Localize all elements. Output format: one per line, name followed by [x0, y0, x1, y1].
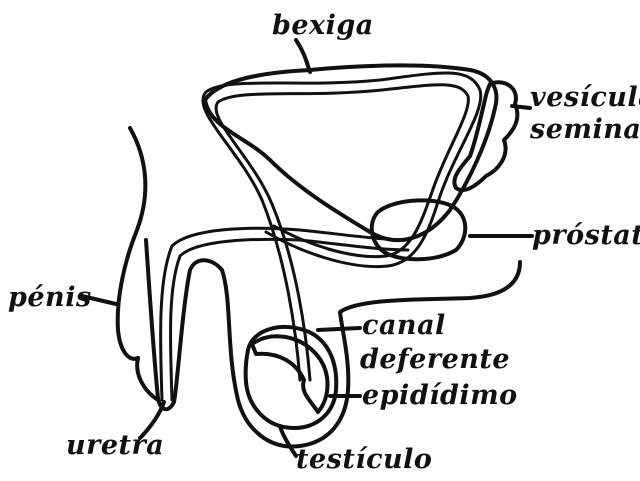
pointer-bexiga — [296, 40, 310, 72]
pointer-canal — [318, 328, 360, 330]
label-epididimo: epidídimo — [362, 382, 518, 409]
label-vesicula: vesícula — [530, 84, 640, 111]
epididymis-shape — [252, 336, 328, 412]
penis-outline — [137, 240, 222, 409]
label-bexiga: bexiga — [272, 12, 374, 39]
label-uretra: uretra — [66, 432, 164, 459]
label-canal: canal — [362, 312, 446, 339]
label-seminal: seminal — [530, 116, 640, 143]
testis-shape — [246, 327, 337, 428]
label-penis: pénis — [8, 284, 92, 311]
body-outline — [118, 128, 146, 359]
pointer-vesicula — [512, 106, 530, 108]
label-testiculo: testículo — [296, 446, 432, 473]
pointer-testiculo — [280, 426, 296, 456]
label-prostata: próstata — [532, 222, 640, 249]
label-deferente: deferente — [360, 346, 510, 373]
